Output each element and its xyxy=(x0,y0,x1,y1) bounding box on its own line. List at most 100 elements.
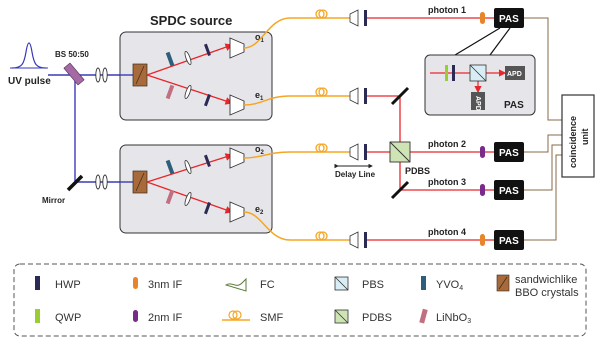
fc-out-4 xyxy=(349,231,359,249)
pas-inset-pointer-a xyxy=(454,27,501,56)
legend-pdbs-diagonal xyxy=(334,309,349,324)
pas-inset-hwp xyxy=(452,65,455,81)
if3-photon1 xyxy=(480,12,485,24)
hwp-lower-top xyxy=(204,154,211,167)
apd-bottom xyxy=(471,92,485,110)
fiber-e1 xyxy=(243,95,350,106)
photon1-label: photon 1 xyxy=(428,5,466,15)
legend-smf-label: SMF xyxy=(260,312,284,324)
photon3-label: photon 3 xyxy=(428,177,466,187)
pas-label-2: PAS xyxy=(499,148,519,159)
apd-bottom-label: APD xyxy=(474,96,481,111)
fiber-loop-e2 xyxy=(315,231,325,241)
fiber-coupler-o1 xyxy=(229,37,245,59)
yvo4-upper-b xyxy=(165,84,175,100)
pas-box-3 xyxy=(494,180,524,200)
hwp-lower-bottom xyxy=(204,202,211,215)
cable-2 xyxy=(524,134,562,153)
lens-upper-top xyxy=(184,50,192,66)
mirror-e1 xyxy=(390,86,410,106)
legend-yvo4-label: YVO4 xyxy=(436,279,463,292)
yvo4-lower-b xyxy=(165,189,175,205)
uv-pulse-label: UV pulse xyxy=(8,76,51,87)
fc-out-1 xyxy=(349,9,359,27)
coincidence-label-1: coincidence xyxy=(568,116,578,168)
pas-box-4 xyxy=(494,230,524,250)
legend-bbo-line1: sandwichlike xyxy=(515,274,577,286)
legend-if3-label: 3nm IF xyxy=(148,279,183,291)
legend-qwp-icon xyxy=(35,309,40,323)
legend-pdbs-label: PDBS xyxy=(362,312,392,324)
fiber-coupler-e1 xyxy=(229,94,245,116)
yvo4-lower-a xyxy=(165,159,175,175)
fc-out-o2 xyxy=(349,143,359,161)
delay-line-label: Delay Line xyxy=(335,170,376,179)
pas-box-2 xyxy=(494,142,524,162)
photon2-label: photon 2 xyxy=(428,139,466,149)
mirror xyxy=(66,174,84,192)
bbo-upper-hatch xyxy=(135,65,145,85)
label-e2: e2 xyxy=(255,204,264,216)
yvo4-upper-a xyxy=(165,51,175,67)
legend-pbs-label: PBS xyxy=(362,279,384,291)
fiber-loop-o2-b xyxy=(318,143,328,153)
label-o1: o1 xyxy=(255,32,265,44)
pas-label-3: PAS xyxy=(499,186,519,197)
legend-smf-icon xyxy=(222,310,250,321)
if2-photon3 xyxy=(480,184,485,196)
legend-yvo4-icon xyxy=(421,276,426,290)
fiber-loop-o1-b xyxy=(318,9,328,19)
label-e1: e1 xyxy=(255,90,264,102)
fc-out-e1 xyxy=(349,87,359,105)
legend-if2-label: 2nm IF xyxy=(148,312,183,324)
legend-linbo3-label: LiNbO3 xyxy=(436,312,471,325)
fiber-loop-o2 xyxy=(315,143,325,153)
hwp-out-o2 xyxy=(364,144,367,160)
beam-splitter xyxy=(63,62,85,86)
hwp-out-e1 xyxy=(364,88,367,104)
pas-inset-title: PAS xyxy=(504,100,524,111)
fiber-loop-o1 xyxy=(315,9,325,19)
legend-bbo-line2: BBO crystals xyxy=(515,287,579,299)
cable-4 xyxy=(524,154,562,241)
legend-fc-icon xyxy=(224,277,247,292)
legend-hwp-icon xyxy=(35,276,40,290)
coincidence-label-2: unit xyxy=(580,129,590,146)
pas-inset-qwp xyxy=(445,65,448,81)
hwp-upper-top xyxy=(204,43,211,56)
fiber-loop-e2-b xyxy=(318,231,328,241)
legend-if3-icon xyxy=(133,277,138,289)
pas-box-1 xyxy=(494,8,524,28)
pas-label-4: PAS xyxy=(499,236,519,247)
lens-lower-2 xyxy=(102,174,108,190)
label-o2: o2 xyxy=(255,144,265,156)
legend-bbo-hatch xyxy=(498,276,508,290)
pas-inset-pointer-b xyxy=(489,27,511,56)
bbo-lower-hatch xyxy=(135,172,145,192)
mirror-label: Mirror xyxy=(42,196,65,205)
coincidence-unit xyxy=(561,94,595,178)
hwp-out-4 xyxy=(364,232,367,248)
apd-right-label: APD xyxy=(507,71,522,78)
uv-pulse-shape xyxy=(11,42,47,69)
fiber-o1 xyxy=(243,17,350,49)
if2-photon2 xyxy=(480,146,485,158)
pdbs-diagonal xyxy=(389,141,411,163)
lens-upper-bottom xyxy=(184,84,192,100)
fiber-loop-e1-b xyxy=(318,87,328,97)
spdc-source-title: SPDC source xyxy=(150,13,232,28)
fiber-coupler-o2 xyxy=(229,147,245,169)
legend-hwp-label: HWP xyxy=(55,279,81,291)
lens-upper-1 xyxy=(95,67,101,83)
legend-box xyxy=(13,263,587,337)
lens-upper-2 xyxy=(102,67,108,83)
legend-qwp-label: QWP xyxy=(55,312,81,324)
hwp-upper-bottom xyxy=(204,94,211,107)
if3-photon4 xyxy=(480,234,485,246)
fiber-o2 xyxy=(243,151,350,159)
fiber-loop-e1 xyxy=(315,87,325,97)
bs-label: BS 50:50 xyxy=(55,50,89,59)
lens-lower-bottom xyxy=(184,191,192,207)
legend-fc-label: FC xyxy=(260,279,275,291)
